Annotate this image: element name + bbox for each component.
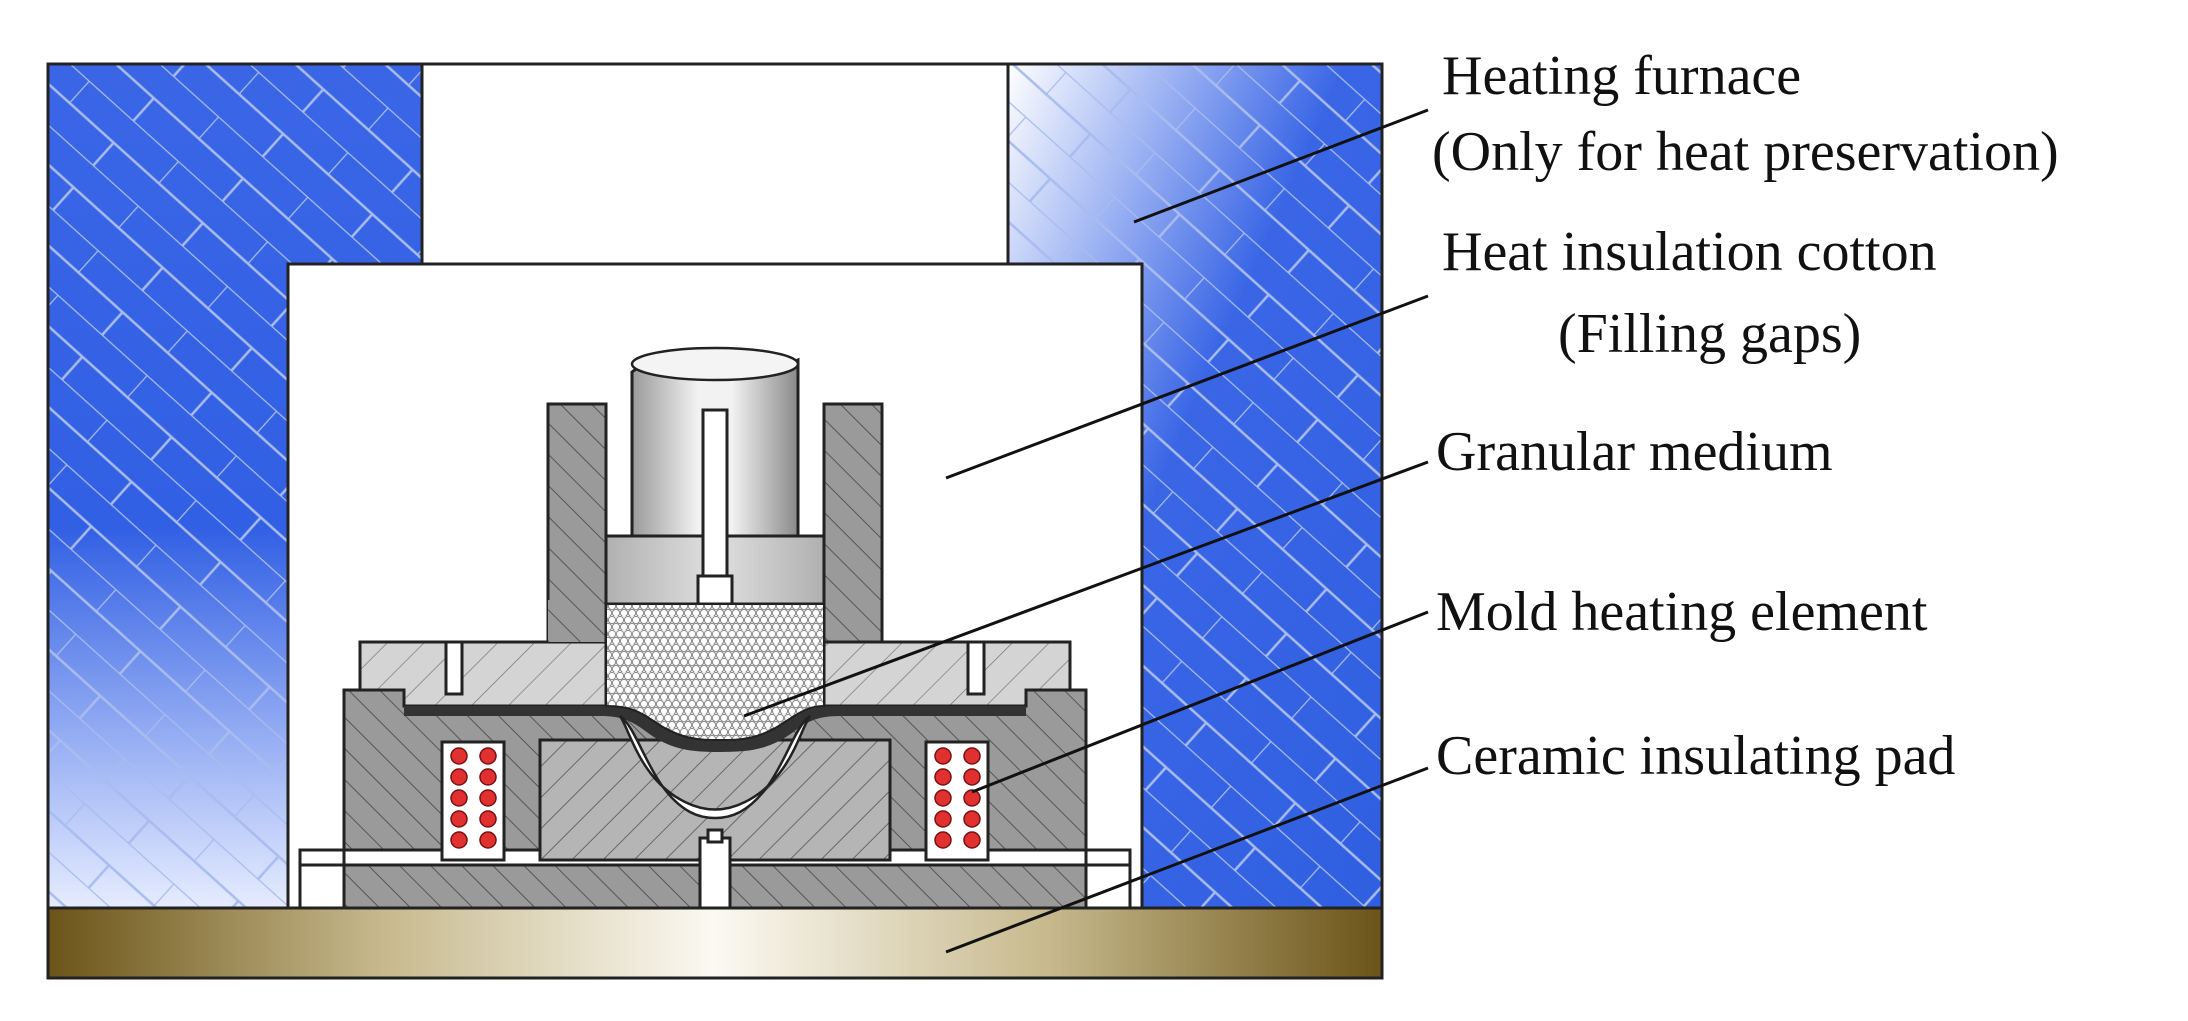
label-insulation-cotton-note: (Filling gaps) bbox=[1558, 303, 1861, 365]
label-mold-heating-element: Mold heating element bbox=[1436, 581, 1928, 643]
mold-upper-parts bbox=[444, 346, 986, 910]
leader-insulation-cotton bbox=[945, 294, 1429, 480]
leader-mold-heating-element bbox=[971, 610, 1429, 794]
label-heating-furnace: Heating furnace bbox=[1442, 45, 1801, 107]
label-heating-furnace-note: (Only for heat preservation) bbox=[1432, 121, 2059, 183]
label-insulation-cotton: Heat insulation cotton bbox=[1442, 221, 1937, 283]
heating-furnace bbox=[46, 62, 1384, 910]
leader-granular-medium bbox=[743, 460, 1429, 718]
mold-heating-element bbox=[450, 747, 981, 849]
leader-ceramic-pad bbox=[945, 766, 1429, 954]
ceramic-insulating-pad bbox=[46, 906, 1384, 980]
labels: Heating furnace (Only for heat preservat… bbox=[1432, 45, 2059, 787]
label-ceramic-pad: Ceramic insulating pad bbox=[1436, 725, 1955, 787]
leader-heating-furnace bbox=[1133, 108, 1429, 224]
label-granular-medium: Granular medium bbox=[1436, 421, 1833, 483]
leader-lines bbox=[743, 108, 1429, 954]
